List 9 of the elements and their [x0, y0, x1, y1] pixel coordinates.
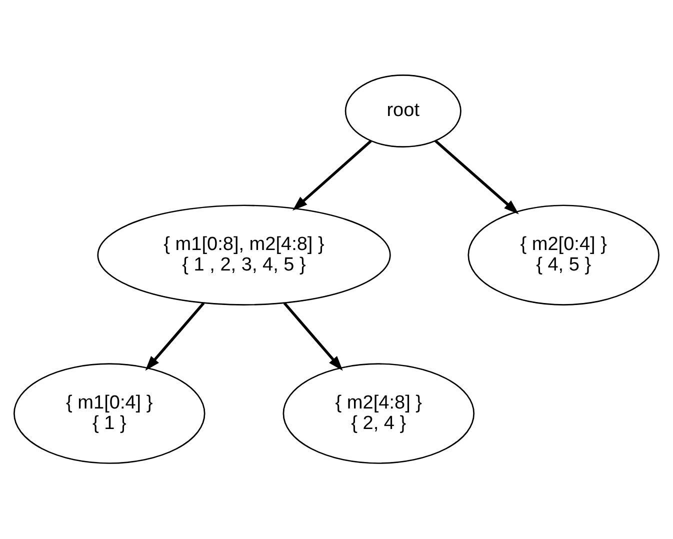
node-ellipse: { m2[4:8] } { 2, 4 } — [282, 363, 475, 464]
arrow — [292, 140, 372, 211]
node-ellipse: { m1[0:8], m2[4:8] } { 1 , 2, 3, 4, 5 } — [97, 204, 391, 306]
arrow — [434, 140, 519, 214]
arrow — [145, 302, 205, 371]
arrow — [283, 302, 343, 371]
node-ellipse: root — [344, 74, 462, 148]
node-ellipse: { m2[0:4] } { 4, 5 } — [468, 204, 660, 306]
node-ellipse: { m1[0:4] } { 1 } — [14, 363, 206, 464]
